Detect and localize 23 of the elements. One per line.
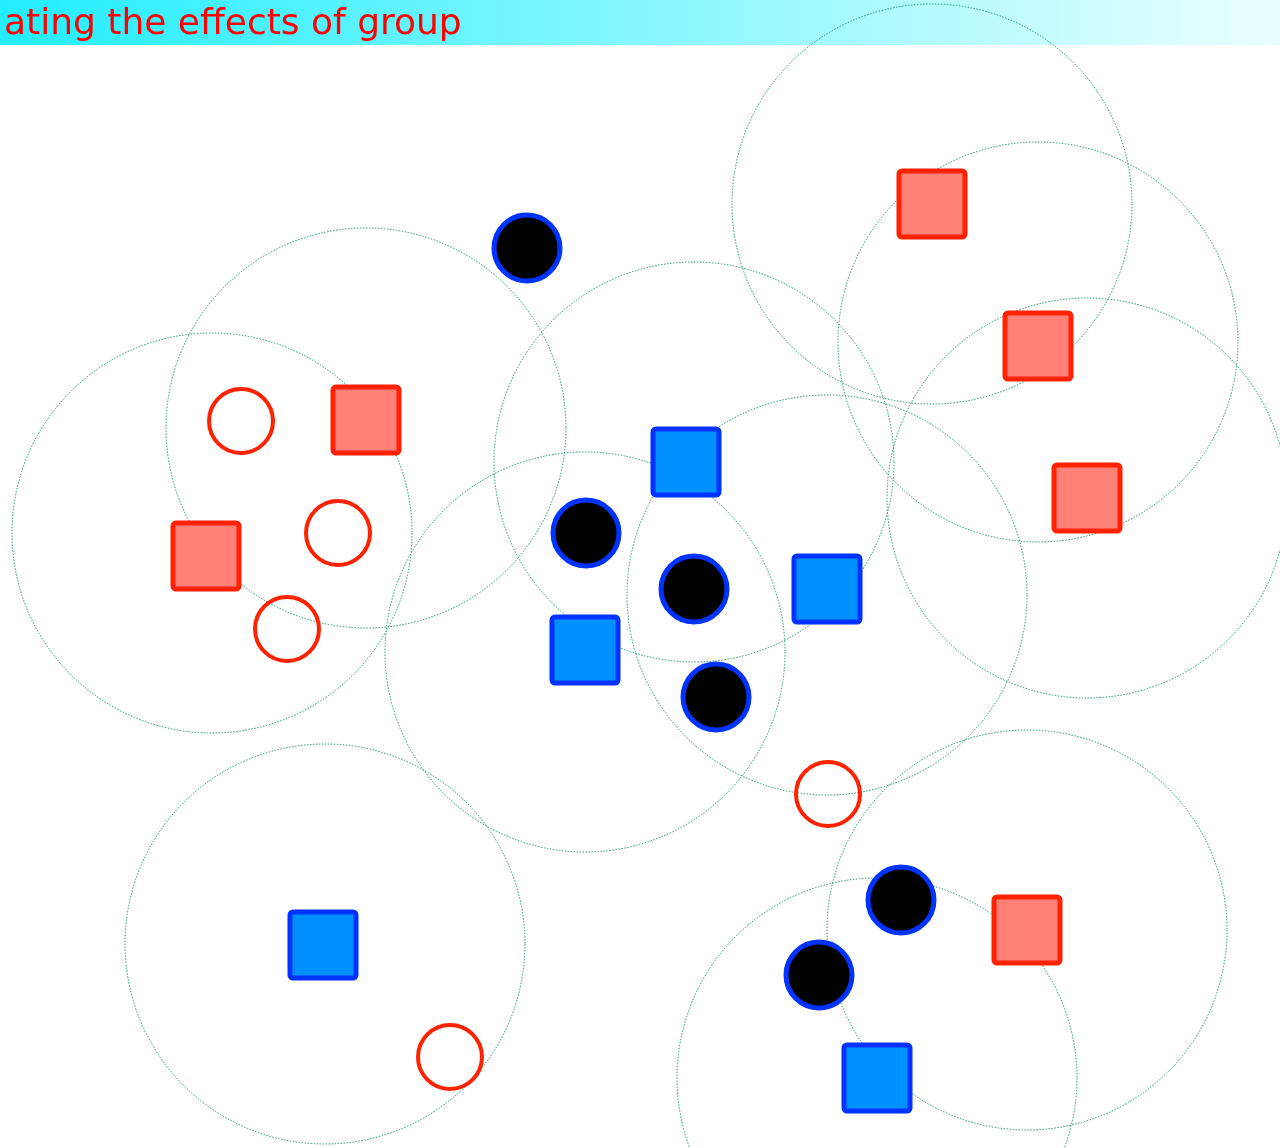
square-marker (549, 614, 621, 686)
square-marker (287, 909, 359, 981)
square-marker (841, 1042, 913, 1114)
circle-marker (680, 661, 752, 733)
square-marker (791, 553, 863, 625)
circle-marker (794, 760, 862, 828)
square-marker (170, 520, 242, 592)
circle-marker (550, 497, 622, 569)
circle-marker (783, 939, 855, 1011)
circle-marker (491, 212, 563, 284)
circle-marker (416, 1023, 484, 1091)
square-marker (330, 384, 402, 456)
circle-marker (207, 387, 275, 455)
square-marker (1002, 310, 1074, 382)
square-marker (1051, 462, 1123, 534)
circle-marker (253, 595, 321, 663)
circle-marker (304, 499, 372, 567)
square-marker (896, 168, 968, 240)
circle-marker (865, 864, 937, 936)
square-marker (650, 426, 722, 498)
circle-marker (658, 553, 730, 625)
square-marker (991, 894, 1063, 966)
title: ating the effects of group (4, 0, 462, 44)
